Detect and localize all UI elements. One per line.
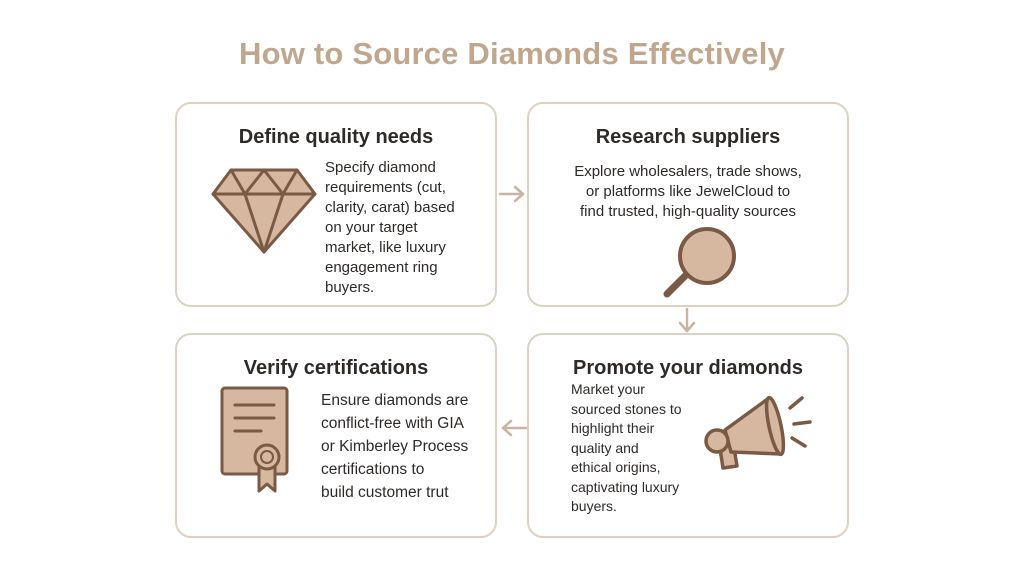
- arrow-down-icon: [678, 307, 696, 333]
- step-card-verify-certifications: Verify certifications Ensure diamonds ar…: [175, 333, 497, 538]
- step-description: Specify diamond requirements (cut, clari…: [325, 159, 455, 296]
- page-title: How to Source Diamonds Effectively: [239, 36, 785, 71]
- step-description: Explore wholesalers, trade shows, or pla…: [574, 163, 802, 220]
- step-title: Verify certifications: [243, 357, 429, 379]
- step-card-promote-diamonds: Promote your diamonds Market your source…: [527, 333, 849, 538]
- arrow-right-icon: [498, 185, 525, 203]
- step-title: Research suppliers: [595, 126, 781, 148]
- step-card-research-suppliers: Research suppliers Explore wholesalers, …: [527, 102, 849, 307]
- megaphone-icon: [704, 395, 812, 470]
- certificate-icon: [220, 386, 289, 493]
- step-title: Define quality needs: [238, 126, 434, 148]
- magnifying-glass-icon: [663, 227, 736, 298]
- diamond-icon: [211, 168, 317, 254]
- step-description: Market your sourced stones to highlight …: [571, 381, 682, 514]
- arrow-left-icon: [501, 419, 528, 437]
- step-card-define-quality: Define quality needs Specify diamond req…: [175, 102, 497, 307]
- step-title: Promote your diamonds: [572, 357, 804, 379]
- step-description: Ensure diamonds are conflict-free with G…: [321, 392, 469, 501]
